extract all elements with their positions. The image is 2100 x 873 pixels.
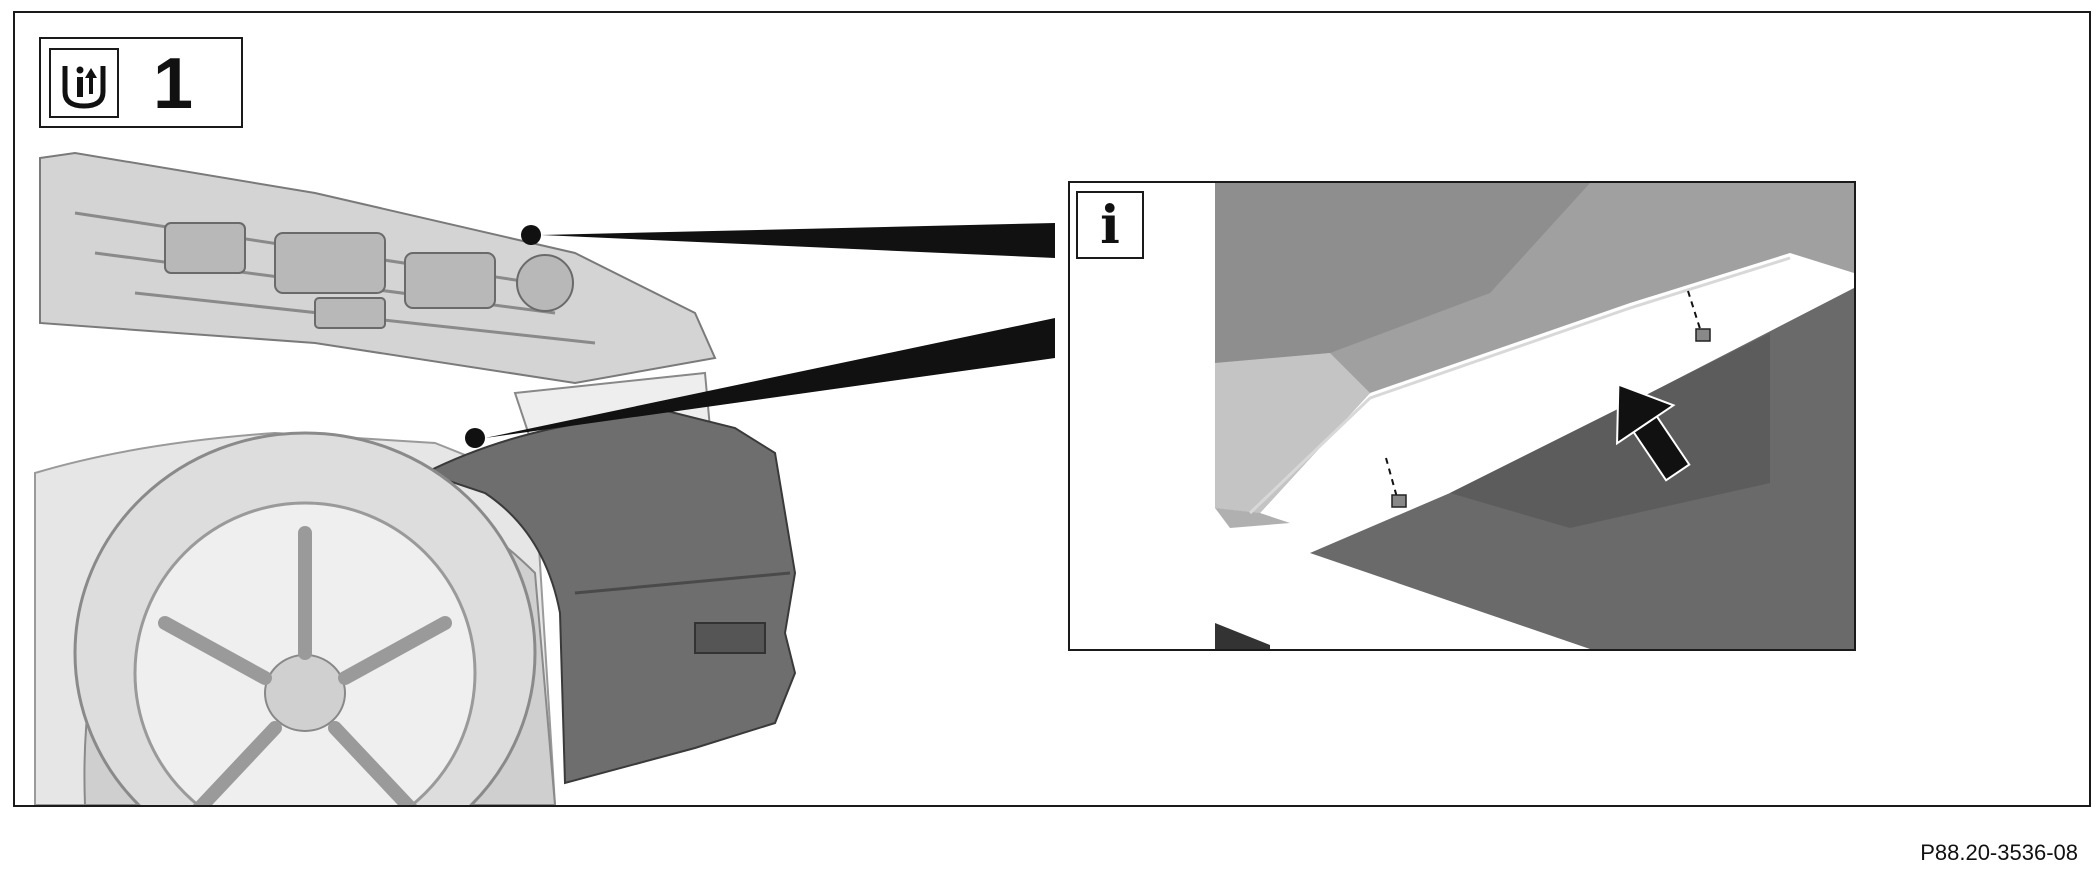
front-fender [422, 406, 797, 785]
detail-illustration [1215, 183, 1854, 649]
detail-inset: i [1068, 181, 1856, 651]
leader-wedge-lower [485, 318, 1055, 438]
wheel [73, 431, 537, 805]
engine-components [164, 222, 574, 329]
leader-wedge-upper [541, 223, 1055, 258]
illustration-frame: 1 [13, 11, 2091, 807]
vehicle-front-illustration [34, 151, 1055, 805]
callout-point-upper [521, 225, 541, 245]
push-arrow-icon [1616, 383, 1691, 482]
step-indicator: 1 [39, 37, 243, 128]
info-badge-letter: i [1100, 195, 1120, 256]
figure-reference-code: P88.20-3536-08 [1920, 840, 2078, 865]
step-number: 1 [153, 44, 194, 124]
info-removal-icon [49, 48, 119, 118]
info-badge: i [1076, 191, 1144, 259]
callout-point-lower [465, 428, 485, 448]
